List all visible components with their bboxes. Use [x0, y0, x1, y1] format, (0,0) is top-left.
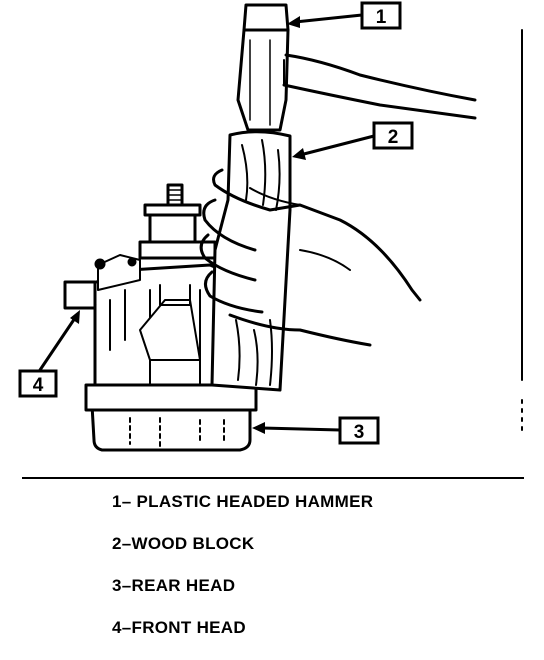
hand [199, 168, 422, 347]
front-head [63, 183, 252, 387]
callout-2-label: 2 [388, 127, 399, 148]
callout-4: 4 [18, 369, 58, 398]
legend-item-3: 3–REAR HEAD [112, 576, 236, 595]
callout-2: 2 [372, 121, 414, 150]
callout-leaders [38, 13, 376, 434]
legend-item-2: 2–WOOD BLOCK [112, 534, 255, 553]
callout-3-label: 3 [354, 422, 365, 443]
callout-1-label: 1 [376, 7, 387, 28]
legend-list: 1– PLASTIC HEADED HAMMER 2–WOOD BLOCK 3–… [112, 492, 373, 660]
wood-block [210, 130, 292, 392]
callout-1: 1 [360, 1, 402, 30]
hammer-diagram: 1 2 3 4 [18, 1, 524, 479]
legend-item-4: 4–FRONT HEAD [112, 618, 246, 637]
rear-head [84, 383, 258, 452]
hammer [236, 3, 477, 132]
callout-3: 3 [338, 416, 380, 445]
callout-4-label: 4 [33, 375, 44, 396]
legend-item-1: 1– PLASTIC HEADED HAMMER [112, 492, 374, 511]
